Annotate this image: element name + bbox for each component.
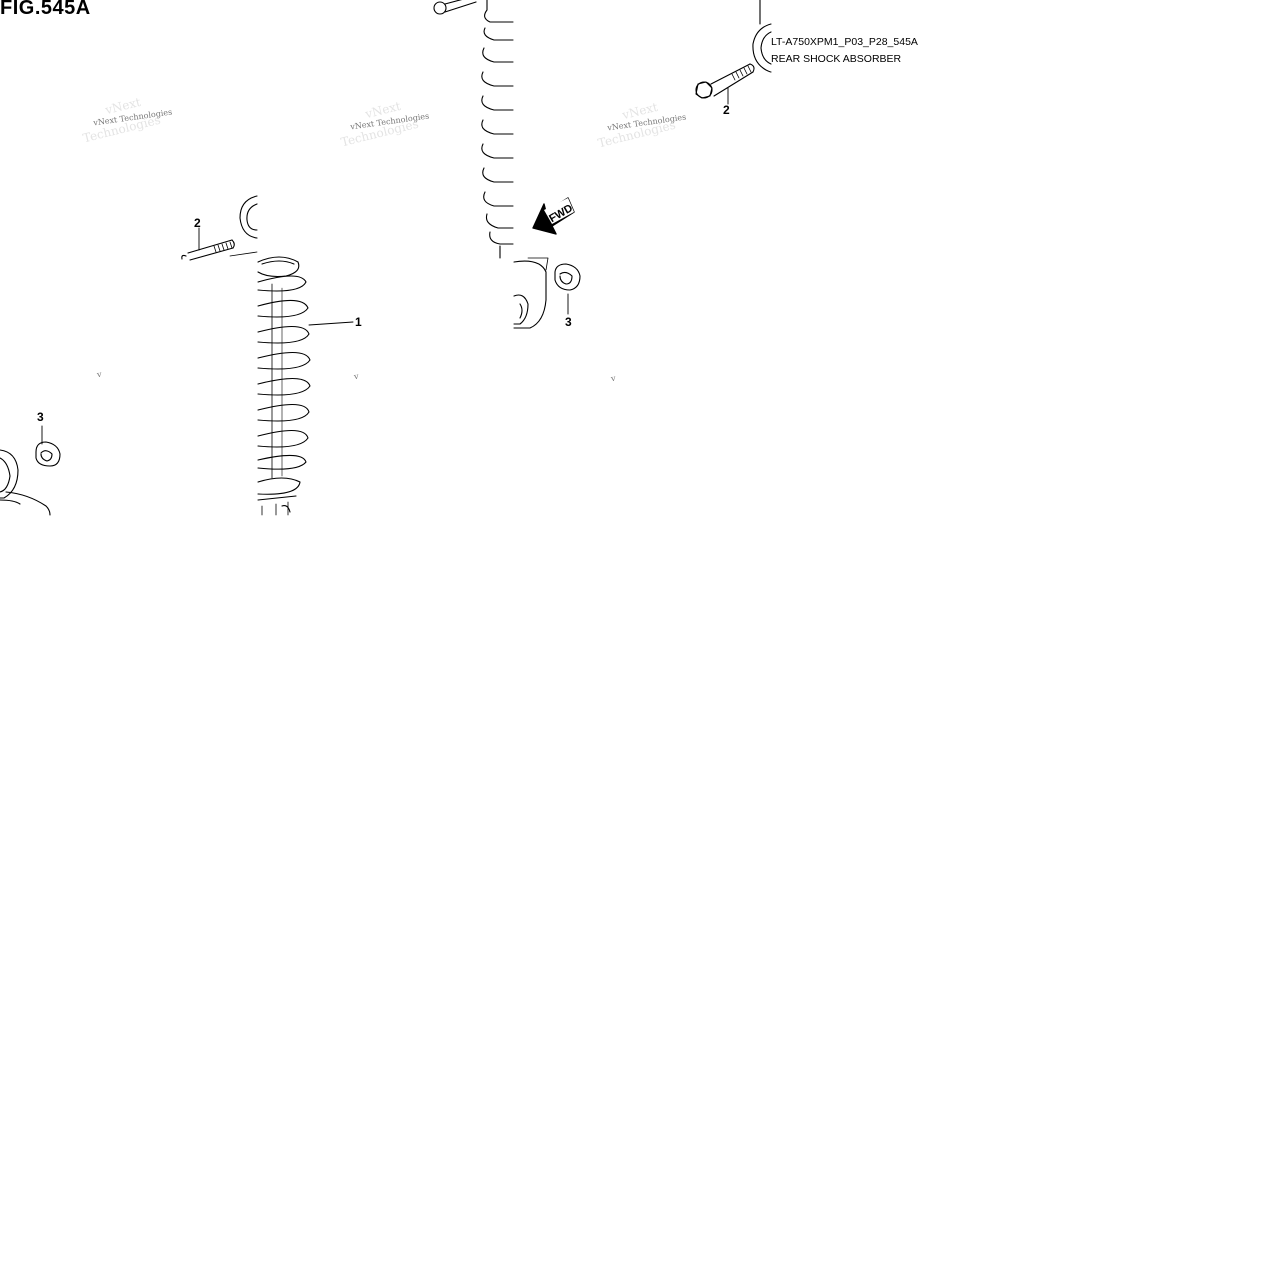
fwd-label: FWD	[547, 202, 575, 225]
assembly-name: REAR SHOCK ABSORBER	[771, 53, 902, 65]
callout-1-shock-absorber: 1	[355, 315, 362, 329]
upper-mount-eye-right	[752, 0, 772, 73]
callout-3-nut: 3	[565, 315, 572, 329]
callout-2-bolt: 2	[723, 103, 730, 117]
callout-2-bolt: 2	[194, 216, 201, 230]
figure-title: FIG.545A	[0, 0, 91, 19]
callout-3-nut: 3	[37, 410, 44, 424]
flange-nut-left	[35, 425, 61, 467]
upper-mount-eye-left	[229, 195, 258, 257]
lower-eye-left	[0, 449, 51, 516]
model-code: LT-A750XPM1_P03_P28_545A	[771, 36, 918, 48]
mounting-bolt-right	[695, 63, 755, 105]
flange-nut	[554, 263, 581, 315]
lower-mount-eye	[513, 257, 549, 329]
coil-spring-shock-absorber	[257, 256, 354, 516]
mounting-bolt-left	[181, 227, 235, 261]
fwd-arrow-icon	[532, 197, 575, 235]
shock-absorber-upper-view	[433, 0, 514, 259]
